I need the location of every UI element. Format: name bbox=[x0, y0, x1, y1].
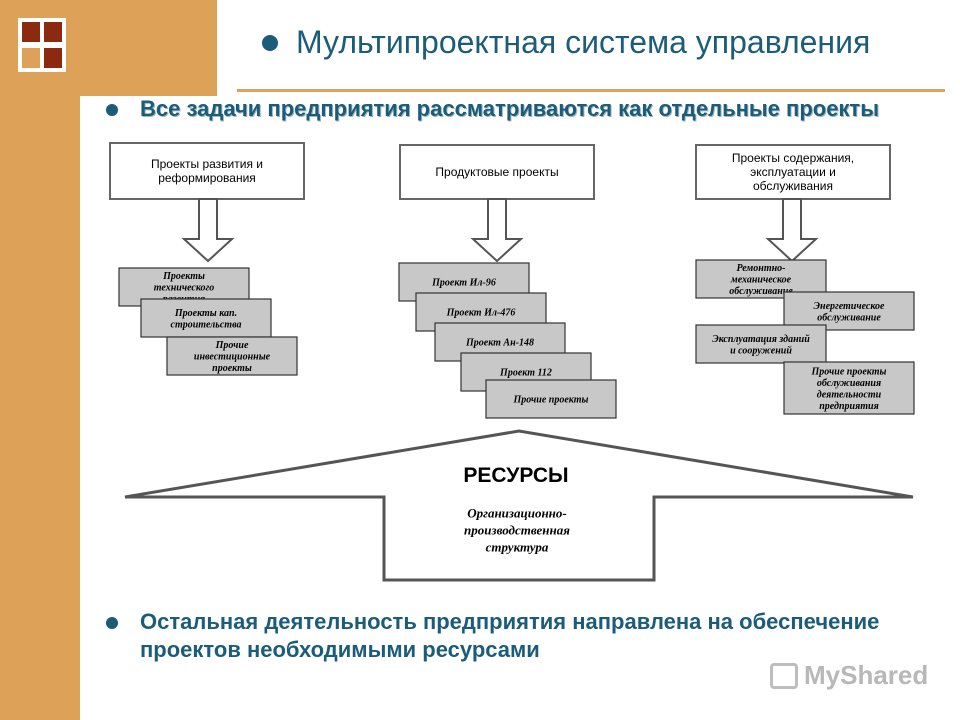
project-item-box bbox=[485, 379, 617, 419]
down-arrow-icon bbox=[765, 198, 819, 263]
slide-title: Мультипроектная система управления bbox=[262, 24, 870, 61]
down-arrow-icon bbox=[470, 198, 524, 263]
category-header-box bbox=[695, 144, 891, 200]
category-header-box bbox=[399, 144, 595, 200]
project-item-box bbox=[695, 324, 827, 364]
project-item-label: Прочие проекты bbox=[513, 395, 589, 406]
category-header-box bbox=[109, 142, 305, 200]
project-item-label: Проект 112 bbox=[499, 368, 552, 379]
resources-title: РЕСУРСЫ bbox=[463, 464, 568, 487]
project-item-box bbox=[166, 336, 298, 376]
title-divider bbox=[237, 89, 945, 92]
project-item-box bbox=[783, 291, 915, 331]
presentation-icon bbox=[770, 662, 798, 689]
project-item-box bbox=[783, 361, 915, 415]
title-bullet-icon bbox=[262, 34, 278, 51]
slide-title-text: Мультипроектная система управления bbox=[296, 24, 871, 60]
resources-arrow-shape bbox=[124, 429, 914, 582]
watermark-text: MyShared bbox=[804, 660, 929, 690]
category-header-label: Продуктовые проекты bbox=[435, 165, 558, 179]
bullet-text-2: Остальная деятельность предприятия напра… bbox=[140, 609, 880, 662]
logo-icon bbox=[18, 18, 66, 72]
project-item-label: Проекты кап.строительства bbox=[171, 308, 242, 331]
bullet-dot-icon bbox=[106, 617, 118, 629]
project-item-label: Проект Ан-148 bbox=[465, 338, 534, 349]
left-accent-bar bbox=[0, 0, 80, 720]
bullet-dot-icon bbox=[106, 104, 118, 116]
down-arrow-icon bbox=[181, 198, 235, 263]
project-item-label: Проект Ил-476 bbox=[446, 308, 516, 319]
watermark: MyShared bbox=[770, 660, 928, 691]
project-item-label: Проект Ил-96 bbox=[431, 278, 496, 289]
bullet-text-1: Все задачи предприятия рассматриваются к… bbox=[140, 96, 879, 121]
top-accent-block bbox=[80, 0, 217, 96]
